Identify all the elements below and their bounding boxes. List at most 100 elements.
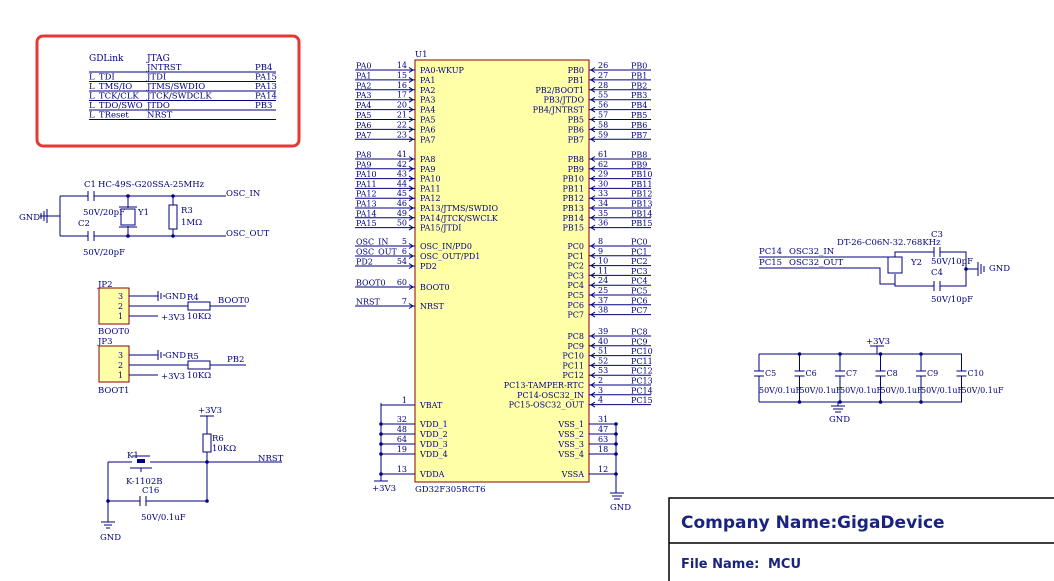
u1-right-net-label: PB12 — [631, 190, 652, 199]
u1-left-pin-name: VDD_3 — [419, 440, 448, 449]
decoup-cap-value: 50V/0.1uF — [962, 386, 1005, 395]
decoup-cap-ref: C10 — [968, 369, 984, 378]
pc15-net: PC15 — [759, 258, 782, 268]
u1-left-pin-arrow — [408, 136, 414, 143]
reset-circuit: +3V3 R6 10KΩ NRST K1 K-1102B C16 50V/0.1… — [100, 406, 284, 543]
u1-left-pin-name: PA11 — [420, 184, 441, 193]
c16-value: 50V/0.1uF — [141, 513, 186, 523]
c2-ref: C2 — [78, 219, 90, 229]
u1-left-net-label: BOOT0 — [356, 279, 386, 288]
decoup-cap-symbol — [754, 354, 764, 402]
u1-right-pin-number: 4 — [598, 396, 603, 405]
jtag-row-mid: JTDI — [146, 73, 166, 83]
decoup-cap-symbol — [916, 354, 926, 402]
u1-left-net-label: PA15 — [356, 219, 377, 228]
u1-right-pin-arrow — [590, 76, 596, 83]
u1-right-pin-arrow — [590, 116, 596, 123]
jtag-row-mid: JTMS/SWDIO — [146, 82, 205, 92]
u1-right-pin-arrow — [590, 165, 596, 172]
u1-left-pin-arrow — [408, 165, 414, 172]
u1-right-net-label: PC0 — [631, 238, 648, 247]
u1-right-net-label: PB7 — [631, 131, 647, 140]
decoupling-circuit: +3V3 C550V/0.1uFC650V/0.1uFC750V/0.1uFC8… — [754, 337, 1004, 425]
decoup-cap-symbol — [794, 354, 805, 402]
u1-left-net-label: PA0 — [356, 62, 372, 71]
osc-out-net: OSC_OUT — [226, 229, 270, 239]
u1-right-pin-number: 12 — [598, 465, 608, 474]
u1-right-net-label: PB9 — [631, 160, 647, 169]
u1-right-net-label: PB2 — [631, 81, 647, 90]
u1-left-pin-name: PA5 — [420, 116, 436, 125]
u1-left-pin-name: PA3 — [420, 96, 436, 105]
u1-right-pin-number: 59 — [598, 130, 608, 139]
y1-ref: Y1 — [137, 208, 149, 218]
file-name: MCU — [768, 557, 801, 572]
company-label: Company Name: — [681, 513, 837, 533]
u1-right-pin-arrow — [590, 382, 596, 388]
r6-value: 10KΩ — [212, 444, 236, 454]
u1-left-net-label: PA2 — [356, 81, 372, 90]
k1-value: K-1102B — [126, 477, 162, 487]
u1-left-pin-arrow — [408, 156, 414, 162]
u1-right-pin-name: PC6 — [567, 301, 584, 310]
u1-right-pin-number: 28 — [598, 81, 608, 90]
u1-left-pin-name: PA9 — [420, 165, 436, 174]
jtag-row-left: L_TReset — [89, 111, 129, 121]
jp3-ref: JP3 — [97, 337, 113, 347]
u1-right-pin-name: VSS_2 — [557, 430, 584, 439]
decoup-cap-ref: C7 — [846, 369, 857, 378]
u1-left-pin-name: PA4 — [420, 106, 436, 115]
u1-left-pin-number: 13 — [397, 465, 407, 474]
u1-left-net-label: PA14 — [356, 209, 377, 218]
u1-left-pin-arrow — [408, 175, 414, 182]
u1-left-pin-arrow — [408, 224, 414, 231]
jp2-ref: JP2 — [97, 280, 113, 290]
jp3-pin-1: 1 — [118, 371, 123, 380]
u1-right-pin-arrow — [590, 126, 596, 133]
c3-ref: C3 — [931, 230, 943, 240]
decoup-junction — [878, 352, 883, 356]
rtc-crystal-circuit: PC14 OSC32_IN PC15 OSC32_OUT DT-26-C06N-… — [759, 230, 1010, 305]
jtag-row-mid: NRST — [147, 111, 173, 121]
u1-right-net-label: PB5 — [631, 111, 647, 120]
u1-right-pin-number: 63 — [598, 435, 608, 444]
u1-right-net-label: PB8 — [631, 151, 647, 160]
u1-right-net-label: PB1 — [631, 71, 647, 80]
y2-value: DT-26-C06N-32.768KHz — [837, 238, 941, 248]
u1-right-pin-name: PC14-OSC32_IN — [517, 391, 584, 400]
u1-right-net-label: PB4 — [631, 101, 647, 110]
u1-right-pin-arrow — [590, 224, 596, 231]
u1-right-pin-number: 55 — [598, 91, 608, 100]
u1-right-pin-name: PB5 — [568, 116, 584, 125]
u1-left-pin-arrow — [408, 126, 414, 133]
mcu-vcc: +3V3 — [372, 484, 396, 494]
u1-right-pin-name: PC2 — [567, 262, 584, 271]
jtag-row-right: PA14 — [255, 92, 277, 102]
u1-right-pin-arrow — [590, 372, 596, 379]
jtag-title-left: GDLink — [89, 54, 124, 64]
u1-right-pin-name: PC10 — [562, 352, 584, 361]
u1-left-pin-number: 54 — [397, 257, 407, 266]
u1-right-pin-number: 27 — [598, 71, 608, 80]
gnd-symbol — [40, 209, 48, 223]
r5-resistor — [187, 360, 211, 370]
u1-right-pin-number: 57 — [598, 111, 608, 120]
u1-right-pin-arrow — [590, 106, 596, 113]
u1-right-pin-name: PB13 — [563, 204, 584, 213]
u1-left-pin-number: 45 — [397, 189, 407, 198]
r4-ref: R4 — [187, 293, 199, 303]
u1-right-pin-arrow — [590, 195, 596, 202]
u1-left-pin-arrow — [408, 86, 414, 93]
c16-ref: C16 — [142, 486, 159, 496]
u1-right-pin-arrow — [590, 401, 596, 408]
u1-right-pin-number: 52 — [598, 356, 608, 365]
u1-left-net-label: PA10 — [356, 170, 377, 179]
u1-right-pin-arrow — [590, 205, 596, 211]
u1-left-pin-arrow — [408, 253, 414, 259]
jp2-pin-1: 1 — [118, 312, 123, 321]
u1-right-pin-name: PC0 — [567, 242, 584, 251]
u1-left-pin-number: 49 — [397, 209, 407, 218]
u1-right-pin-name: PB4/JNTRST — [533, 106, 585, 115]
u1-left-pin-number: 19 — [397, 445, 407, 454]
jp3-gnd: GND — [165, 351, 186, 361]
